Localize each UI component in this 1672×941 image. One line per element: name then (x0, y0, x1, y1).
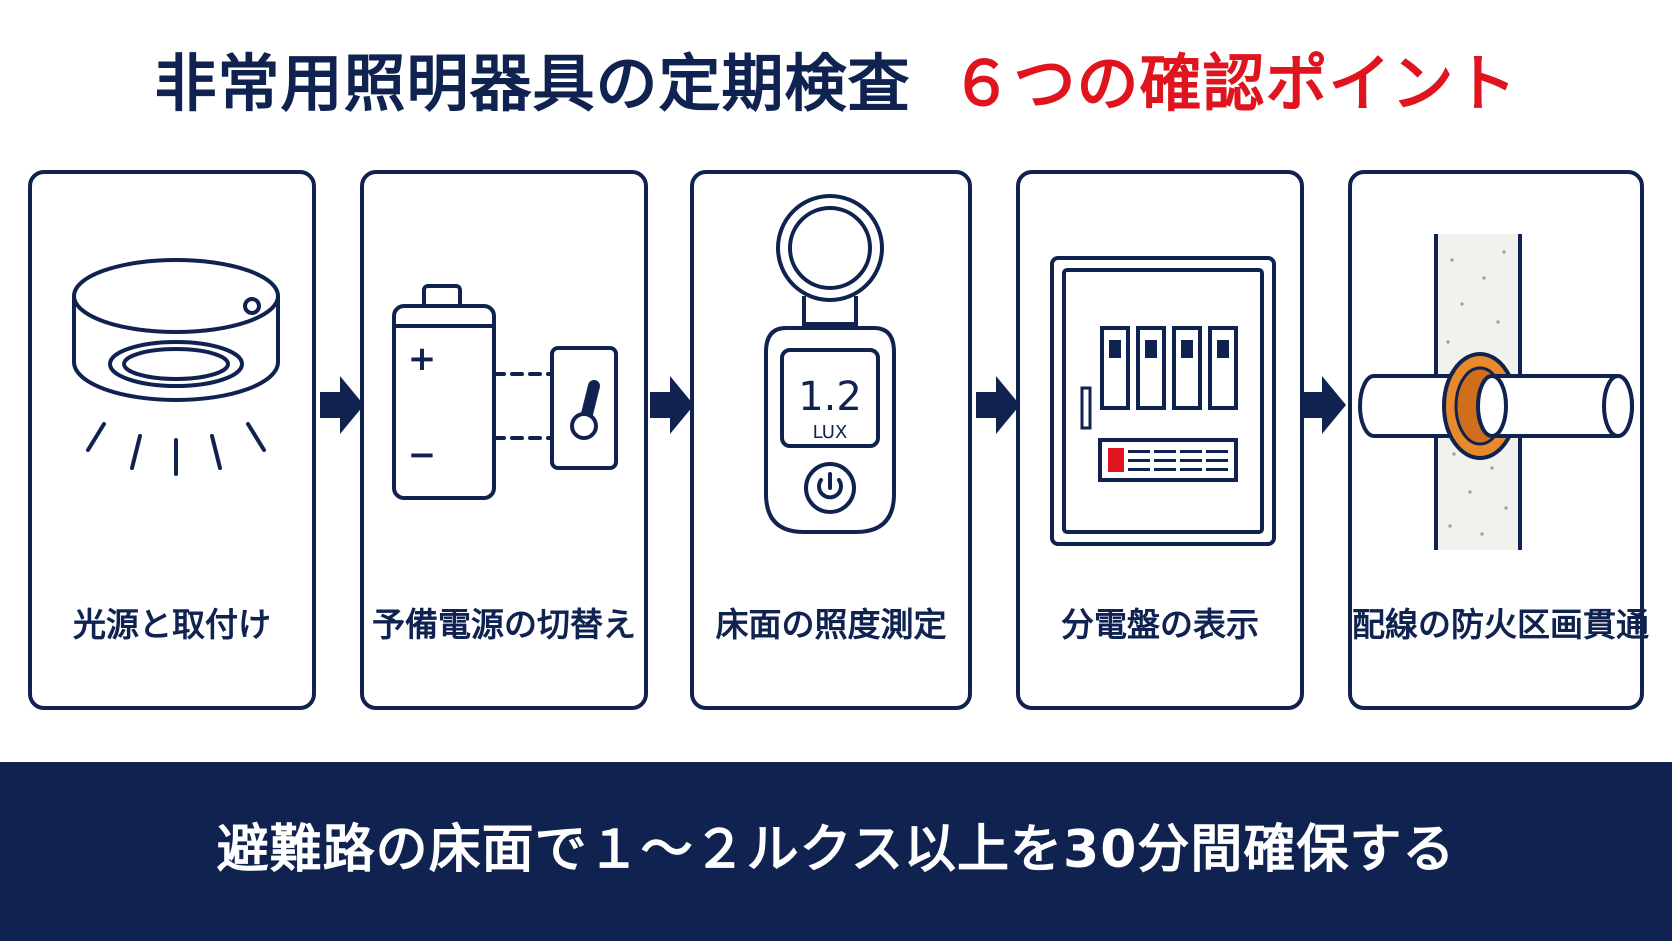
lux-meter-icon: 1.2 LUX (764, 194, 896, 534)
step-label: 配線の防火区画貫通 (1352, 605, 1649, 644)
ceiling-light-icon (72, 258, 280, 476)
distribution-panel-icon (1050, 256, 1276, 546)
footer-text: 避難路の床面で１～２ルクス以上を30分間確保する (216, 820, 1456, 880)
page-title: 非常用照明器具の定期検査 ６つの確認ポイント (0, 28, 1672, 128)
arrow-right-icon (1302, 376, 1346, 434)
step-label: 床面の照度測定 (715, 605, 947, 644)
step-card-illuminance: 1.2 LUX 床面の照度測定 (690, 170, 972, 710)
arrow-right-icon (650, 376, 694, 434)
battery-switch-icon: + − (392, 284, 618, 500)
battery-minus-label: − (408, 435, 437, 475)
step-card-backup-power: + − 予備電源の切替え (360, 170, 648, 710)
footer-banner: 避難路の床面で１～２ルクス以上を30分間確保する (0, 762, 1672, 941)
meter-unit: LUX (813, 422, 848, 443)
title-main: 非常用照明器具の定期検査 (154, 47, 911, 120)
step-label: 光源と取付け (73, 605, 271, 644)
arrow-right-icon (976, 376, 1020, 434)
battery-plus-label: + (408, 339, 437, 379)
meter-value: 1.2 (798, 374, 862, 420)
step-label: 分電盤の表示 (1061, 605, 1259, 644)
title-accent: ６つの確認ポイント (950, 47, 1518, 120)
step-label: 予備電源の切替え (372, 605, 636, 644)
step-card-distribution-panel: 分電盤の表示 (1016, 170, 1304, 710)
step-card-fire-penetration: 配線の防火区画貫通 (1348, 170, 1649, 710)
arrow-right-icon (320, 376, 364, 434)
indicator-lamp-icon (1108, 448, 1124, 472)
pipe-penetration-icon (1358, 234, 1634, 550)
step-card-light-source: 光源と取付け (28, 170, 316, 710)
